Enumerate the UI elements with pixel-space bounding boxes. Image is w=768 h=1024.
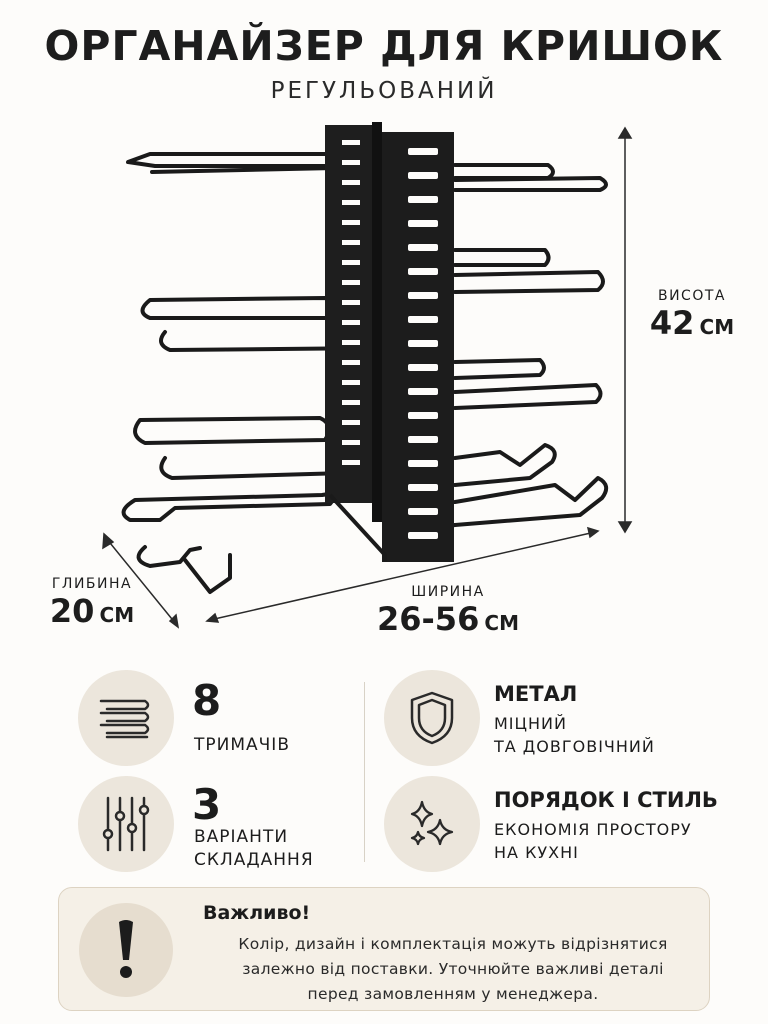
metal-line1: МІЦНИЙ (494, 714, 567, 733)
pot-lid-organizer-image (102, 122, 633, 629)
holders-number: 8 (192, 676, 222, 725)
height-label: ВИСОТА (657, 288, 726, 304)
holders-text: ТРИМАЧІВ (194, 735, 290, 755)
variants-line1: ВАРІАНТИ (194, 827, 289, 847)
variants-text: ВАРІАНТИ СКЛАДАННЯ (194, 826, 314, 872)
page-subtitle: РЕГУЛЬОВАНИЙ (270, 78, 498, 104)
sliders-icon (78, 776, 174, 872)
shield-icon (384, 670, 480, 766)
depth-dimension: ГЛИБИНА 20 СМ (32, 576, 152, 630)
note-line3: перед замовленням у менеджера. (307, 985, 599, 1003)
metal-line2: ТА ДОВГОВІЧНИЙ (494, 737, 655, 756)
sparkles-icon (384, 776, 480, 872)
note-line2: залежно від поставки. Уточнюйте важливі … (242, 960, 664, 978)
page-title: ОРГАНАЙЗЕР ДЛЯ КРИШОК (44, 22, 724, 70)
note-title: Важливо! (203, 902, 311, 924)
depth-label: ГЛИБИНА (51, 576, 133, 592)
width-dimension: ШИРИНА 26-56 СМ (358, 584, 538, 638)
metal-text: МІЦНИЙ ТА ДОВГОВІЧНИЙ (494, 712, 655, 758)
order-text: ЕКОНОМІЯ ПРОСТОРУ НА КУХНІ (494, 818, 692, 864)
order-title: ПОРЯДОК І СТИЛЬ (494, 788, 718, 812)
variants-number: 3 (192, 780, 222, 829)
order-line1: ЕКОНОМІЯ ПРОСТОРУ (494, 820, 692, 839)
height-unit: СМ (699, 315, 735, 339)
important-note: Важливо! Колір, дизайн і комплектація мо… (58, 887, 710, 1011)
metal-title: МЕТАЛ (494, 682, 578, 706)
rack-holders-icon (78, 670, 174, 766)
width-unit: СМ (484, 611, 520, 635)
variants-line2: СКЛАДАННЯ (194, 850, 314, 870)
order-line2: НА КУХНІ (494, 843, 579, 862)
width-value: 26-56 (376, 600, 480, 638)
note-line1: Колір, дизайн і комплектація можуть відр… (238, 935, 668, 953)
depth-unit: СМ (99, 603, 135, 627)
width-label: ШИРИНА (411, 584, 485, 600)
height-value: 42 (649, 304, 695, 342)
feature-divider (364, 682, 365, 862)
height-dimension: ВИСОТА 42 СМ (632, 288, 752, 342)
exclamation-icon (79, 903, 173, 997)
note-body: Колір, дизайн і комплектація можуть відр… (203, 932, 703, 1007)
depth-value: 20 (49, 592, 95, 630)
